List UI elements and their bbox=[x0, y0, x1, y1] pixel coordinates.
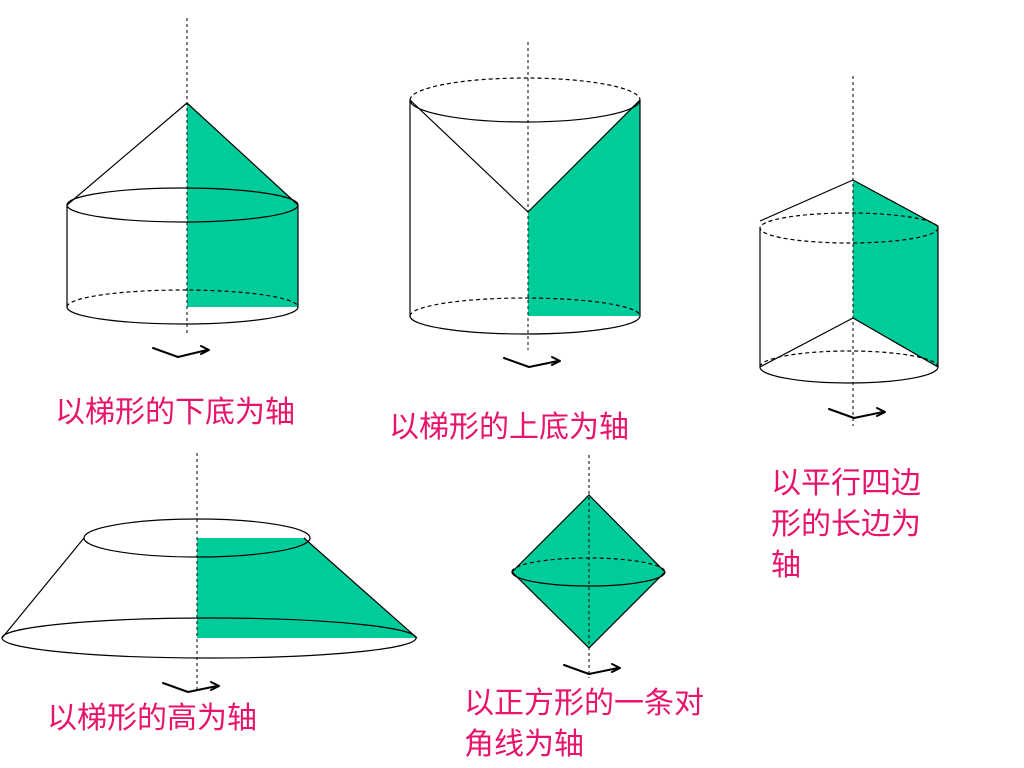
figure-2-bottom-ellipse-back bbox=[409, 297, 641, 317]
figure-2-rotation-arrow bbox=[503, 357, 559, 368]
figure-1-cone-right-slant bbox=[186, 102, 299, 206]
figure-5-equator-ellipse-front bbox=[511, 571, 666, 587]
figure-2-cone-left-slant bbox=[409, 99, 529, 213]
figure-3-lower-left-slant bbox=[759, 317, 854, 368]
figure-4-rotation-arrow bbox=[162, 682, 218, 693]
caption-upper-base-axis: 以梯形的上底为轴 bbox=[389, 410, 629, 445]
figure-3-parallelogram-solid bbox=[759, 76, 939, 426]
caption-parallelogram-long-side-axis: 以平行四边 形的长边为 轴 bbox=[771, 466, 921, 583]
figure-3-rotated-parallelogram-region bbox=[853, 180, 938, 367]
figure-3-bottom-ellipse-front bbox=[759, 366, 939, 384]
figure-2-rotation-arrowhead bbox=[551, 356, 561, 366]
figure-3-rotation-arrowhead bbox=[876, 407, 886, 417]
figure-4-frustum bbox=[1, 453, 418, 693]
figure-2-cylinder-with-cone-cavity bbox=[409, 42, 641, 368]
figure-3-rotation-arrow bbox=[828, 408, 884, 419]
figure-2-bottom-ellipse-front bbox=[409, 315, 641, 335]
figure-4-bottom-ellipse bbox=[1, 617, 417, 659]
figure-4-rotation-arrowhead bbox=[210, 681, 220, 691]
figure-5-double-cone bbox=[511, 455, 666, 678]
figure-2-top-ellipse-front bbox=[409, 99, 641, 123]
caption-square-diagonal-axis: 以正方形的一条对 角线为轴 bbox=[464, 686, 704, 762]
figure-1-bottom-ellipse-back bbox=[66, 289, 299, 308]
figure-5-equator-ellipse-back bbox=[511, 557, 666, 573]
figure-3-bottom-ellipse-back bbox=[759, 350, 939, 368]
figure-1-rotation-arrow bbox=[152, 347, 208, 358]
caption-lower-base-axis: 以梯形的下底为轴 bbox=[55, 395, 295, 430]
figure-4-rotated-trapezoid-region bbox=[197, 538, 417, 638]
figure-4-left-slant bbox=[1, 537, 85, 639]
figure-1-cone-left-slant bbox=[66, 102, 188, 206]
figure-4-right-slant bbox=[303, 537, 418, 639]
figure-5-rotation-arrowhead bbox=[611, 663, 621, 673]
figure-2-rotated-trapezoid-region bbox=[528, 100, 640, 316]
figure-1-cylinder-with-cone-top bbox=[66, 18, 299, 358]
figure-3-upper-right-slant bbox=[852, 179, 939, 227]
figure-1-rotated-trapezoid-region bbox=[187, 103, 298, 307]
figure-1-bottom-ellipse-front bbox=[66, 306, 299, 325]
figure-1-rotation-arrowhead bbox=[200, 345, 210, 355]
caption-height-axis: 以梯形的高为轴 bbox=[47, 701, 257, 736]
figure-5-rotation-arrow bbox=[563, 664, 619, 675]
figure-5-double-cone-outline bbox=[511, 494, 666, 649]
figure-2-cone-right-slant bbox=[527, 99, 641, 213]
figure-3-upper-left-slant bbox=[759, 179, 854, 222]
figure-2-top-ellipse-back bbox=[409, 77, 641, 101]
